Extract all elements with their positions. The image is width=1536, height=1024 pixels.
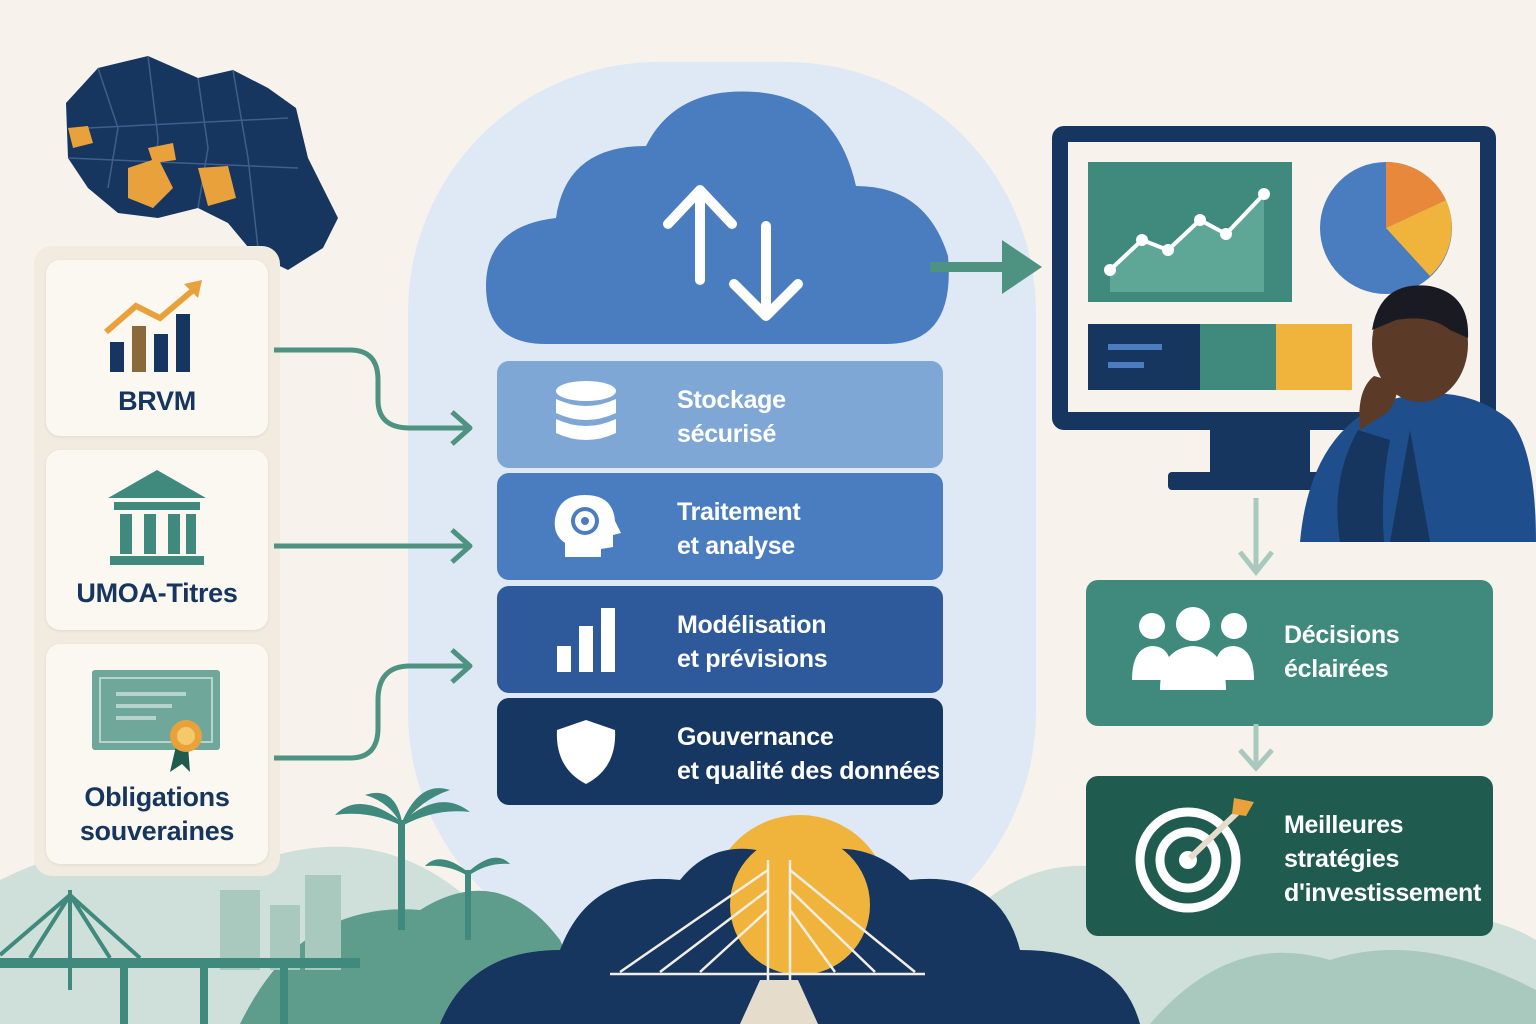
layer-label-stockage: Stockage sécurisé [677,386,786,448]
source-connectors [274,347,473,761]
cloud-shape [486,91,949,344]
outcome-meilleures-strategies[interactable]: Meilleures stratégies d'investissement [1086,776,1493,936]
source-label-brvm: BRVM [118,386,196,416]
layer-stockage-securise[interactable]: Stockage sécurisé [497,361,943,468]
layer-modelisation-previsions[interactable]: Modélisation et prévisions [497,586,943,693]
source-label-umoa-titres: UMOA-Titres [76,578,238,608]
layer-traitement-analyse[interactable]: Traitement et analyse [497,473,943,580]
cloud-to-dashboard-arrow [930,240,1042,294]
rising-bar-chart-icon [104,280,202,372]
head-gear-icon [554,495,621,557]
people-group-icon [1132,607,1254,690]
source-card-umoa-titres[interactable]: UMOA-Titres [46,450,268,630]
target-arrow-icon [1135,798,1254,913]
sync-arrows-icon [663,185,803,321]
certificate-icon [92,670,220,772]
dashboard-to-outcomes-arrow [1238,498,1274,577]
source-card-brvm[interactable]: BRVM [46,260,268,436]
outcomes-connector-arrow [1238,724,1274,772]
source-label-obligations-souveraines: Obligations souveraines [79,782,235,846]
layer-label-gouvernance: Gouvernance et qualité des données [677,723,940,785]
bar-chart-icon [557,608,615,672]
west-africa-map [66,55,338,270]
outcome-label-decisions: Décisions éclairées [1284,621,1400,683]
outcome-decisions-eclairees[interactable]: Décisions éclairées [1086,580,1493,726]
layer-label-modelisation: Modélisation et prévisions [677,611,828,673]
database-icon [556,381,616,440]
outcome-label-strategies: Meilleures stratégies d'investissement [1284,811,1482,907]
source-card-obligations-souveraines[interactable]: Obligations souveraines [46,644,268,864]
layer-label-traitement: Traitement et analyse [677,498,801,560]
layer-gouvernance-qualite[interactable]: Gouvernance et qualité des données [497,698,943,805]
shield-icon [556,720,616,784]
analyst-person-illustration [1300,285,1536,542]
bank-building-icon [108,470,206,565]
